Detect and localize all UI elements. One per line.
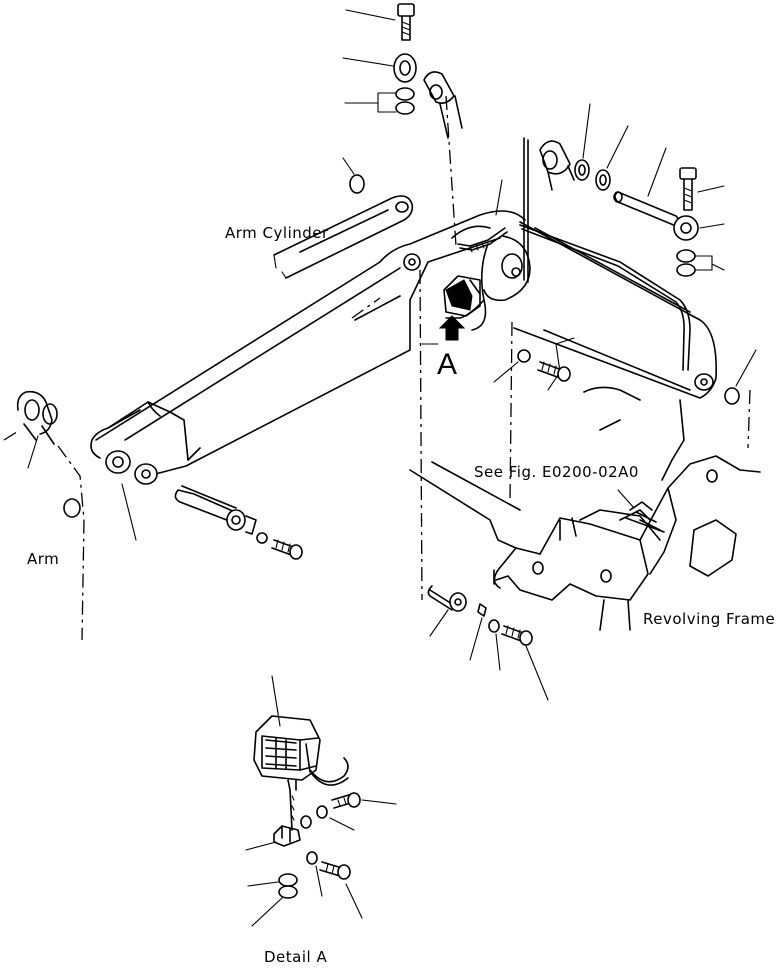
arm-left-bracket	[3, 390, 85, 641]
arm-cylinder-label: Arm Cylinder	[225, 224, 329, 242]
work-lamp-icon	[443, 275, 481, 317]
top-bolt	[397, 3, 415, 41]
detail-washer-2	[316, 805, 328, 819]
arm-label: Arm	[27, 550, 60, 568]
upper-right-shims	[574, 159, 611, 191]
foot-washer	[256, 532, 268, 544]
lock-plate	[245, 515, 257, 535]
revolving-frame	[409, 386, 761, 631]
view-a-label: A	[437, 348, 458, 381]
top-collar	[393, 53, 417, 83]
a-washer	[517, 349, 531, 363]
detail-a-label: Detail A	[264, 948, 328, 966]
upper-right-collar	[673, 215, 699, 241]
cylinder-o-ring	[349, 174, 365, 194]
detail-bracket	[273, 825, 301, 847]
top-nuts	[395, 87, 415, 115]
foot-bolt	[271, 539, 303, 560]
lower-bolt	[501, 625, 533, 646]
detail-washer-3	[306, 851, 318, 865]
lower-washer	[488, 619, 500, 633]
arm-cylinder	[273, 195, 414, 279]
lower-pin	[427, 585, 467, 612]
see-fig-label: See Fig. E0200-02A0	[474, 463, 639, 481]
view-arrow-icon	[438, 315, 466, 341]
upper-right-nuts	[676, 249, 696, 277]
arm-body	[90, 210, 531, 485]
lower-lock-plate	[477, 603, 487, 617]
top-bushing	[423, 71, 463, 139]
upper-right-bolt	[679, 167, 697, 211]
lamp-stem	[289, 789, 293, 831]
detail-nuts	[278, 873, 298, 899]
arm-snap-ring	[63, 498, 81, 518]
detail-bolt-2	[319, 861, 351, 880]
detail-bolt-1	[331, 792, 361, 809]
a-bolt	[537, 361, 571, 382]
wiring-harness	[457, 224, 691, 371]
boom-end-washer	[724, 387, 740, 405]
detail-washer-1	[300, 815, 312, 829]
detail-lamp	[253, 715, 349, 791]
upper-right-pin	[613, 191, 680, 227]
arm-foot-pin	[174, 485, 246, 531]
revolving-frame-label: Revolving Frame	[643, 610, 776, 628]
upper-right-bushing	[539, 140, 575, 191]
